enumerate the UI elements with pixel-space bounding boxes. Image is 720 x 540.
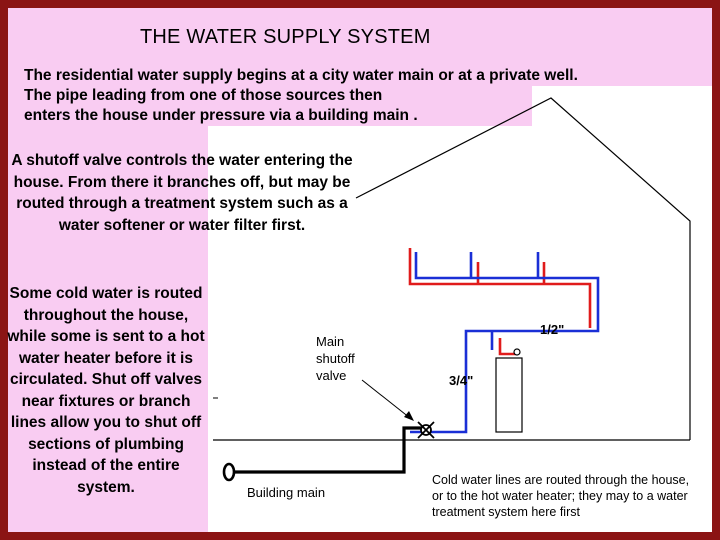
page-title: THE WATER SUPPLY SYSTEM xyxy=(140,26,431,48)
intro-line-3: enters the house under pressure via a bu… xyxy=(24,107,418,124)
left-panel xyxy=(8,126,208,532)
hot-water-lines xyxy=(408,248,592,356)
top-panel xyxy=(8,8,712,86)
intro-panel xyxy=(8,86,532,126)
intro-line-2: The pipe leading from one of those sourc… xyxy=(24,87,383,104)
half-inch-label: 1/2" xyxy=(540,322,565,337)
building-main-pipe xyxy=(233,426,424,474)
cold-water-lines xyxy=(410,252,600,434)
pipe-end-icon xyxy=(222,462,236,482)
main-shutoff-label: Main shutoff valve xyxy=(316,334,355,383)
water-heater xyxy=(495,357,523,433)
house-outline xyxy=(355,97,691,440)
three-quarter-inch-label: 3/4" xyxy=(449,373,474,388)
cold-paragraph: Some cold water is routed throughout the… xyxy=(7,285,205,496)
intro-line-1: The residential water supply begins at a… xyxy=(24,67,578,84)
heater-fitting xyxy=(513,348,521,356)
intro-text: The residential water supply begins at a… xyxy=(24,66,704,126)
building-main-label: Building main xyxy=(247,485,326,500)
arrowhead-icon xyxy=(404,411,414,421)
cold-lines-note: Cold water lines are routed through the … xyxy=(432,473,690,519)
valve-icon xyxy=(417,421,435,439)
shutoff-paragraph: A shutoff valve controls the water enter… xyxy=(11,152,353,234)
callout-arrow xyxy=(361,379,411,419)
